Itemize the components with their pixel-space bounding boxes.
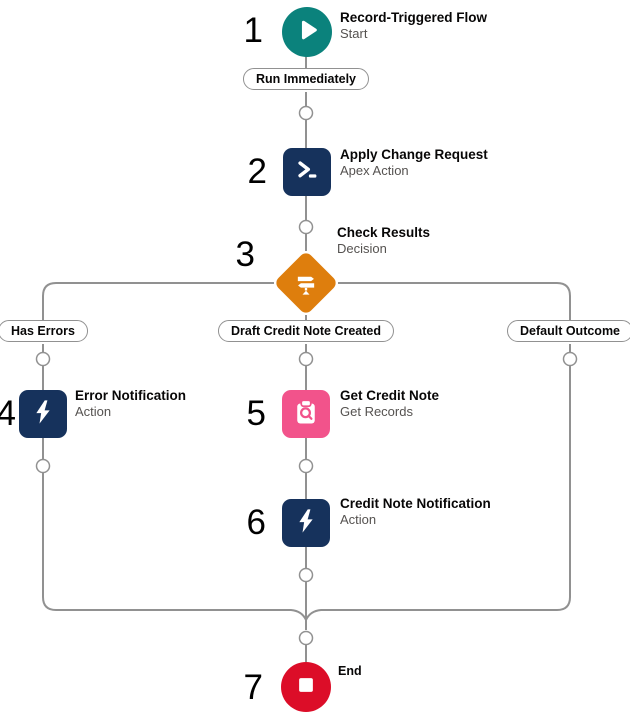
add-element-point[interactable] (35, 458, 51, 474)
node-label: Error Notification Action (75, 387, 186, 420)
lightning-icon (29, 398, 57, 431)
node-title: Apply Change Request (340, 147, 488, 162)
record-search-icon (291, 397, 321, 432)
connector-label-default-outcome: Default Outcome (506, 320, 630, 342)
node-subtitle: Start (340, 26, 368, 41)
add-element-point[interactable] (35, 351, 51, 367)
node-number: 2 (247, 152, 267, 191)
flow-node-get-credit-note[interactable] (282, 390, 330, 438)
add-element-point[interactable] (298, 567, 314, 583)
node-number: 5 (246, 394, 266, 433)
node-label: Apply Change Request Apex Action (340, 146, 488, 179)
node-title: Get Credit Note (340, 388, 440, 403)
node-subtitle: Apex Action (340, 163, 409, 178)
node-label: Get Credit Note Get Records (340, 387, 439, 420)
node-title: Error Notification (75, 388, 187, 403)
flow-node-apply-change-request[interactable] (283, 148, 331, 196)
node-number: 7 (243, 668, 263, 707)
node-title: Check Results (337, 225, 431, 240)
node-subtitle: Decision (337, 241, 387, 256)
node-number: 6 (246, 503, 266, 542)
stop-icon (291, 670, 321, 705)
node-subtitle: Action (340, 512, 377, 527)
node-number: 4 (0, 394, 16, 433)
flow-node-check-results[interactable] (273, 250, 339, 316)
node-label: Record-Triggered Flow Start (340, 9, 487, 42)
flow-node-start[interactable] (282, 7, 332, 57)
signpost-icon (283, 260, 329, 306)
play-icon (292, 15, 322, 50)
add-element-point[interactable] (298, 351, 314, 367)
node-title: End (338, 664, 362, 678)
connector-label-draft-credit-note-created: Draft Credit Note Created (217, 320, 395, 342)
node-title: Record-Triggered Flow (340, 10, 488, 25)
flow-node-error-notification[interactable] (19, 390, 67, 438)
add-element-point[interactable] (298, 458, 314, 474)
node-subtitle: Action (75, 404, 112, 419)
add-element-point[interactable] (298, 630, 314, 646)
node-label: Check Results Decision (337, 224, 430, 257)
add-element-point[interactable] (562, 351, 578, 367)
connector-label-run-immediately: Run Immediately (242, 68, 370, 90)
node-label: End (338, 664, 362, 678)
add-element-point[interactable] (298, 105, 314, 121)
add-element-point[interactable] (298, 219, 314, 235)
node-label: Credit Note Notification Action (340, 495, 491, 528)
node-number: 1 (243, 11, 263, 50)
connector-label-has-errors: Has Errors (0, 320, 88, 342)
flow-node-credit-note-notification[interactable] (282, 499, 330, 547)
terminal-icon (292, 155, 322, 190)
node-title: Credit Note Notification (340, 496, 491, 511)
node-number: 3 (235, 235, 255, 274)
node-subtitle: Get Records (340, 404, 413, 419)
lightning-icon (292, 507, 320, 540)
flow-node-end[interactable] (281, 662, 331, 712)
